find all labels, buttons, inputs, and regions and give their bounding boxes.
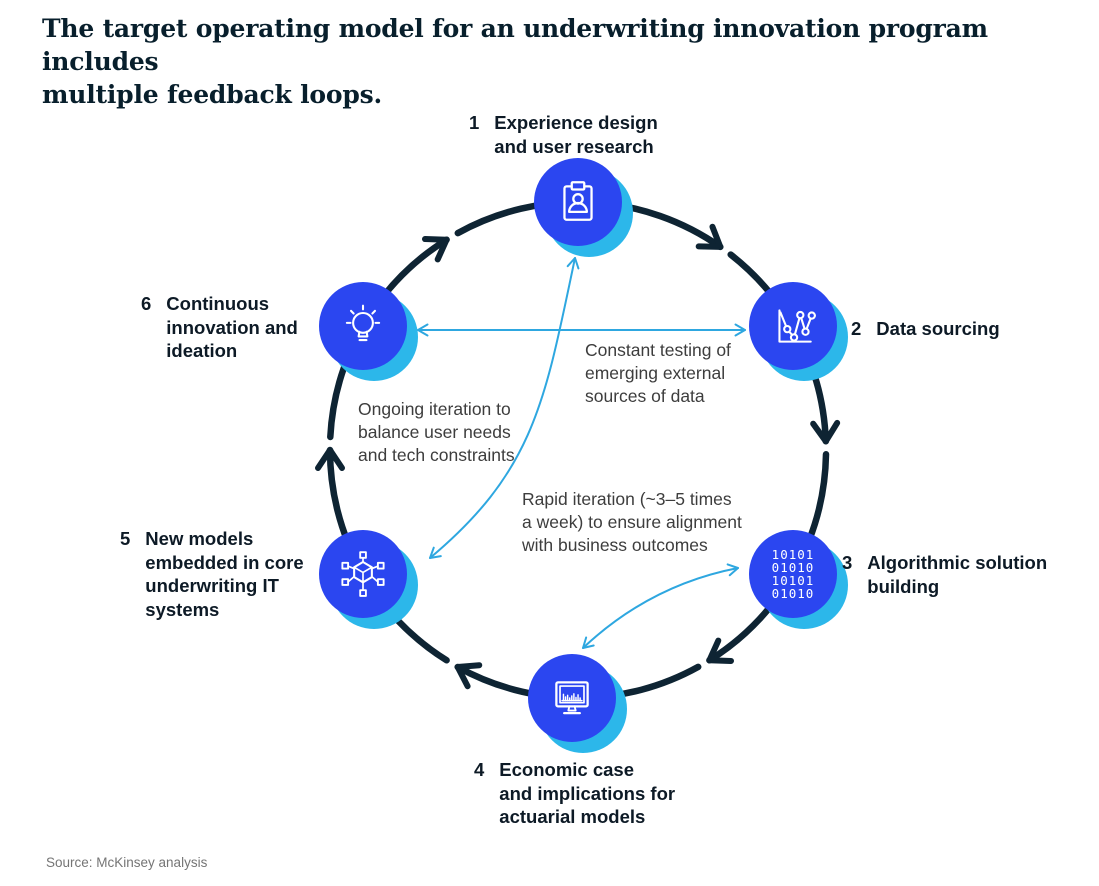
label-node-1: 1 Experience design and user research	[469, 111, 658, 158]
annotation-rapid-iteration: Rapid iteration (~3–5 times a week) to e…	[522, 489, 742, 555]
node-label-text: Economic case and implications for actua…	[499, 759, 676, 827]
node-circle	[534, 158, 622, 246]
node-2-data-sourcing	[749, 282, 848, 381]
label-node-2: 2 Data sourcing	[851, 317, 1000, 341]
feedback-arrow-5-1	[429, 257, 580, 559]
node-4-economic-case	[528, 654, 627, 753]
annotation-ongoing-iteration: Ongoing iteration to balance user needs …	[358, 399, 515, 465]
source-note: Source: McKinsey analysis	[46, 855, 208, 870]
lightbulb-icon	[345, 304, 381, 342]
node-number: 4	[474, 759, 485, 780]
cube-network-icon	[341, 551, 385, 597]
node-number: 1	[469, 112, 480, 133]
node-number: 2	[851, 318, 862, 339]
scatter-chart-icon	[778, 309, 816, 343]
node-circle: 10101 01010 10101 01010	[749, 530, 837, 618]
label-node-4: 4 Economic case and implications for act…	[474, 758, 675, 829]
node-3-algorithmic-solution: 10101 01010 10101 01010	[749, 530, 848, 629]
node-label-text: Data sourcing	[876, 318, 1000, 339]
page-title: The target operating model for an underw…	[42, 14, 988, 109]
node-label-text: Algorithmic solution building	[867, 552, 1048, 597]
node-5-new-models	[319, 530, 418, 629]
binary-code-icon: 10101 01010 10101 01010	[771, 547, 815, 601]
monitor-chart-icon	[555, 681, 589, 715]
node-label-text: New models embedded in core underwriting…	[145, 528, 304, 620]
feedback-arrow-3-4	[582, 563, 739, 649]
node-1-experience-design	[534, 158, 633, 257]
annotation-constant-testing: Constant testing of emerging external so…	[585, 340, 731, 406]
label-node-5: 5 New models embedded in core underwriti…	[120, 527, 304, 621]
node-6-continuous-innovation	[319, 282, 418, 381]
feedback-arrows	[417, 257, 746, 649]
node-number: 5	[120, 528, 131, 549]
node-circle	[319, 530, 407, 618]
node-number: 6	[141, 293, 152, 314]
node-label-text: Continuous innovation and ideation	[166, 293, 298, 361]
node-label-text: Experience design and user research	[494, 112, 658, 157]
clipboard-user-icon	[563, 181, 593, 221]
label-node-3: 3 Algorithmic solution building	[842, 551, 1047, 598]
node-circle	[749, 282, 837, 370]
node-number: 3	[842, 552, 853, 573]
label-node-6: 6 Continuous innovation and ideation	[141, 292, 298, 363]
node-circle	[528, 654, 616, 742]
node-circle	[319, 282, 407, 370]
